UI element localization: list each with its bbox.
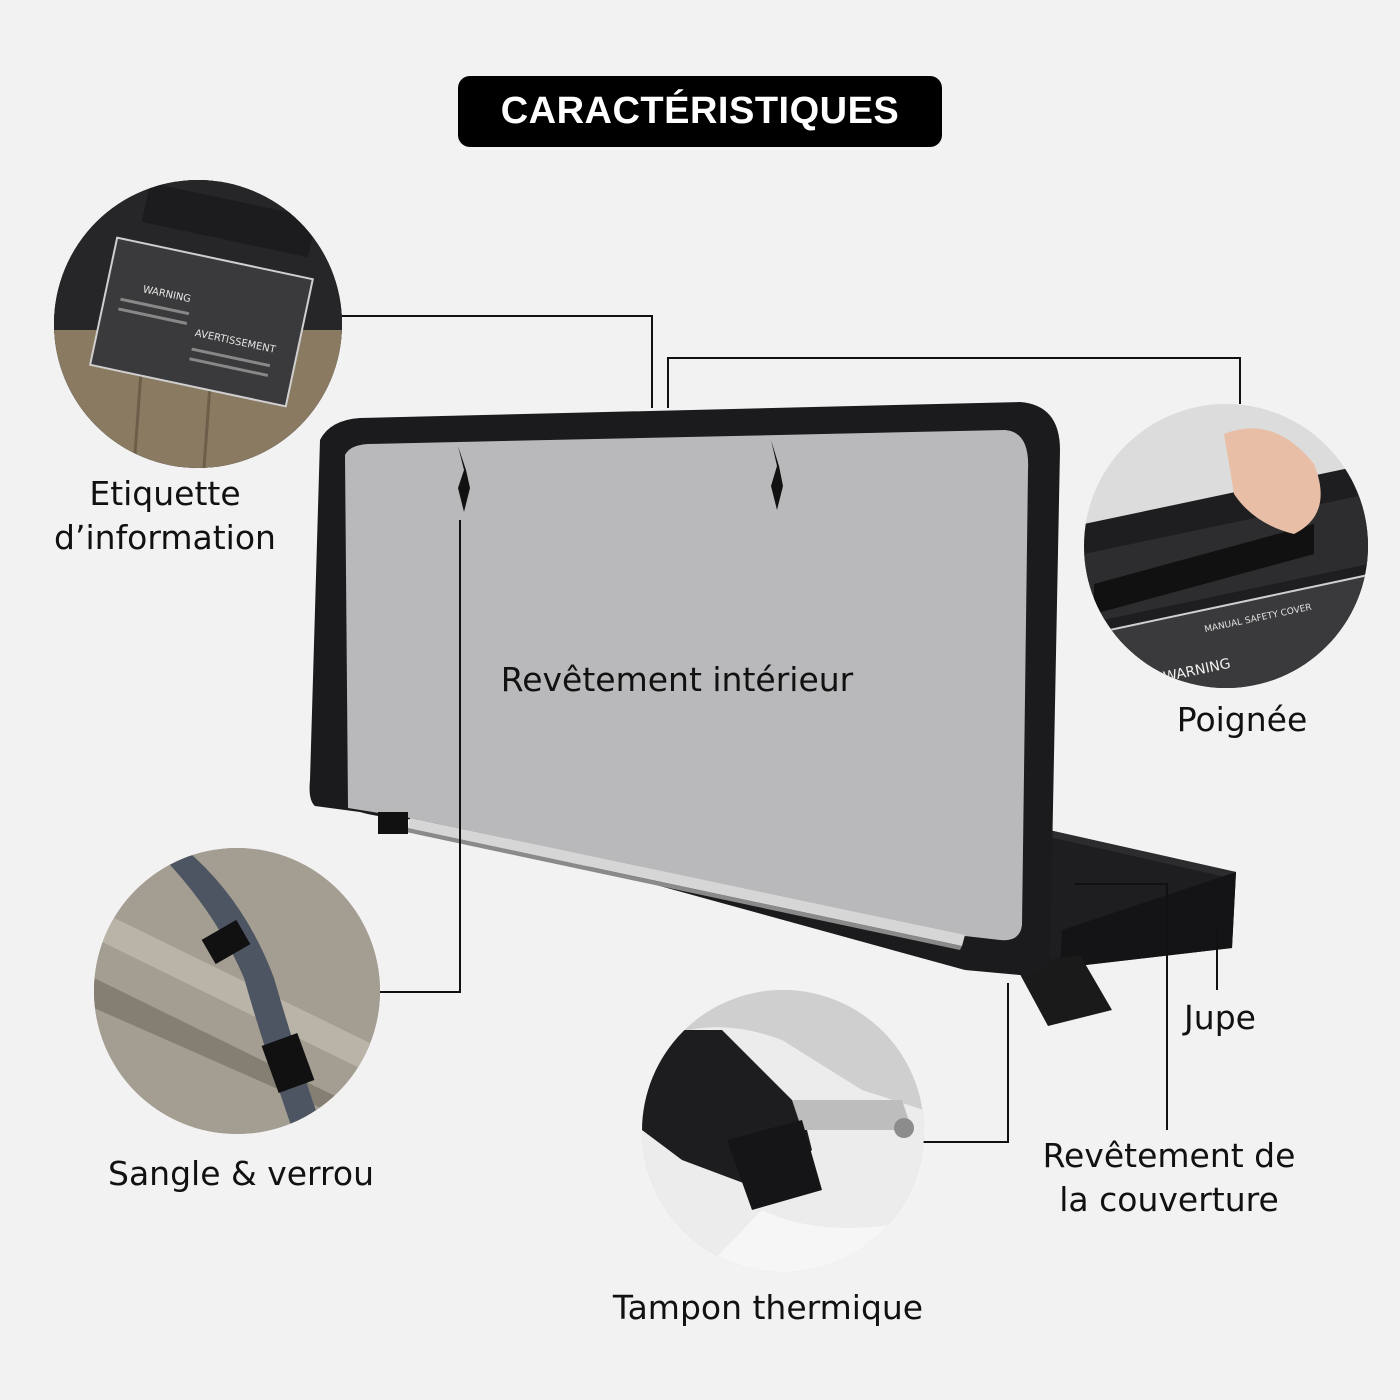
- label-thermal-pad: Tampon thermique: [612, 1288, 924, 1327]
- title-badge: CARACTÉRISTIQUES: [458, 76, 942, 147]
- strap-lock-photo: [94, 848, 380, 1134]
- cover-base: [1015, 828, 1236, 1026]
- handle-photo: MANUAL SAFETY COVER WARNING: [1084, 404, 1368, 688]
- label-handle: Poignée: [1176, 700, 1308, 739]
- clip-left: [458, 446, 470, 512]
- label-inner-lining: Revêtement intérieur: [500, 660, 854, 699]
- leader-lines: [340, 315, 1241, 1143]
- label-skirt: Jupe: [1184, 998, 1256, 1037]
- label-info: Etiquette d’information: [54, 474, 276, 557]
- label-cover-lining: Revêtement de la couverture: [1042, 1136, 1296, 1219]
- label-strap-lock: Sangle & verrou: [108, 1154, 374, 1193]
- info-label-photo: WARNING AVERTISSEMENT: [54, 180, 342, 468]
- thermal-pad-photo: [642, 990, 924, 1272]
- clip-right: [771, 440, 783, 510]
- hand: [1224, 428, 1321, 534]
- inner-lining-panel: [345, 430, 1029, 941]
- cover-upright: [309, 402, 1060, 975]
- page-title: CARACTÉRISTIQUES: [500, 90, 900, 132]
